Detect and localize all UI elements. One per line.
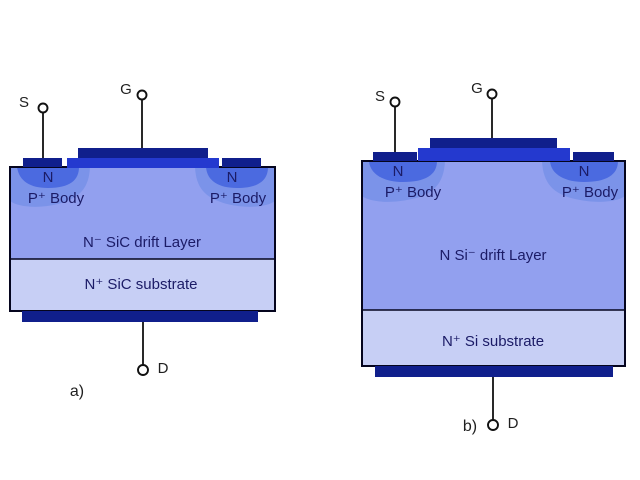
p-body-label-left: P⁺ Body (28, 190, 85, 207)
n-source-region-left (17, 167, 79, 188)
gate-terminal-label: G (471, 80, 483, 97)
drain-contact (22, 311, 258, 322)
gate-terminal-label: G (120, 81, 132, 98)
drain-terminal-label: D (158, 360, 169, 377)
gate-electrode (430, 138, 557, 148)
drain-terminal-label: D (508, 415, 519, 432)
drain-terminal-circle (487, 419, 499, 431)
n-region-label-right: N (579, 163, 590, 180)
device-a-caption: a) (70, 383, 84, 400)
gate-oxide (418, 148, 570, 161)
drift-layer-label: N⁻ SiC drift Layer (83, 234, 201, 251)
n-region-label-left: N (393, 163, 404, 180)
gate-oxide (67, 158, 219, 168)
source-contact-right (222, 158, 261, 167)
drain-contact (375, 366, 613, 377)
gate-electrode (78, 148, 208, 158)
n-source-region-left (369, 161, 437, 182)
device-a-sic-mosfet: S G D N P⁺ Body N P⁺ Body N⁻ SiC drift L… (9, 81, 276, 400)
gate-terminal-circle (136, 89, 148, 101)
source-contact-right (573, 152, 614, 161)
p-body-label-left: P⁺ Body (385, 184, 442, 201)
device-b-caption: b) (463, 418, 477, 435)
substrate-label: N⁺ SiC substrate (85, 276, 198, 293)
device-b-si-mosfet: S G D N P⁺ Body N P⁺ Body N Si⁻ drift La… (361, 80, 626, 435)
source-terminal-circle (389, 96, 401, 108)
source-terminal-label: S (19, 94, 29, 111)
drain-terminal-circle (137, 364, 149, 376)
p-body-label-right: P⁺ Body (562, 184, 619, 201)
source-contact-left (373, 152, 417, 161)
n-source-region-right (206, 167, 268, 188)
n-region-label-right: N (227, 169, 238, 186)
substrate-region (10, 259, 275, 311)
drift-layer-label: N Si⁻ drift Layer (439, 247, 546, 264)
gate-terminal-circle (486, 88, 498, 100)
source-contact-left (23, 158, 62, 167)
n-source-region-right (550, 161, 618, 182)
n-region-label-left: N (43, 169, 54, 186)
source-terminal-circle (37, 102, 49, 114)
source-terminal-label: S (375, 88, 385, 105)
substrate-label: N⁺ Si substrate (442, 333, 544, 350)
p-body-label-right: P⁺ Body (210, 190, 267, 207)
substrate-region (362, 310, 625, 366)
